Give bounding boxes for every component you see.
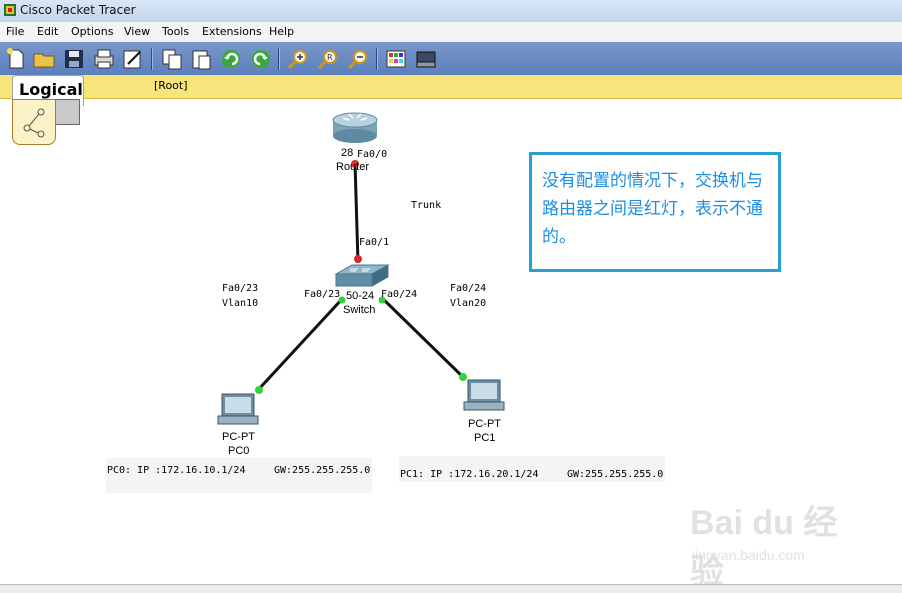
menu-tools[interactable]: Tools <box>162 25 190 38</box>
trunk-label: Trunk <box>411 200 442 211</box>
baidu-watermark: Bai du 经验 jingyan.baidu.com <box>690 495 860 591</box>
router-icon[interactable] <box>332 112 378 143</box>
toolbar-separator <box>278 48 280 70</box>
custom-device-icon[interactable] <box>414 47 438 71</box>
left-vlan-annotation: Vlan10 <box>222 298 259 309</box>
menu-bar: File Edit Options View Tools Extensions … <box>0 22 902 43</box>
palette-icon[interactable] <box>384 47 408 71</box>
topology-icon <box>23 108 45 138</box>
right-vlan-annotation: Vlan20 <box>450 298 487 309</box>
pc0-ip-text: PC0: IP :172.16.10.1/24 <box>107 465 246 476</box>
zoom-in-icon[interactable] <box>286 47 310 71</box>
router-model-label: 28 <box>341 147 354 159</box>
switch-pc1-link[interactable] <box>380 296 465 379</box>
copy-icon[interactable] <box>160 47 184 71</box>
pc1-link-light-green <box>459 373 467 381</box>
menu-view[interactable]: View <box>124 25 151 38</box>
logical-view-icon[interactable] <box>12 99 56 145</box>
annotation-callout: 没有配置的情况下，交换机与路由器之间是红灯，表示不通的。 <box>529 152 781 272</box>
toolbar-separator <box>151 48 153 70</box>
menu-file[interactable]: File <box>6 25 25 38</box>
paste-icon[interactable] <box>189 47 213 71</box>
switch-fa024-light-green <box>378 296 386 304</box>
pc1-gw-text: GW:255.255.255.0 <box>567 469 664 480</box>
router-port-label: Fa0/0 <box>357 149 388 160</box>
zoom-reset-icon[interactable]: R <box>316 47 340 71</box>
pc0-gw-text: GW:255.255.255.0 <box>274 465 371 476</box>
right-port-annotation: Fa0/24 <box>450 283 487 294</box>
pc0-link-light-green <box>255 386 263 394</box>
undo-icon[interactable] <box>219 47 243 71</box>
watermark-url: jingyan.baidu.com <box>692 547 805 563</box>
switch-port-right-label: Fa0/24 <box>381 289 418 300</box>
callout-text: 没有配置的情况下，交换机与路由器之间是红灯，表示不通的。 <box>542 171 763 247</box>
horizontal-scrollbar[interactable] <box>0 584 902 593</box>
root-label[interactable]: [Root] <box>154 79 188 92</box>
pc1-name-label: PC1 <box>474 432 496 444</box>
window-title: Cisco Packet Tracer <box>20 3 136 17</box>
pc0-ip-note[interactable]: PC0: IP :172.16.10.1/24 GW:255.255.255.0 <box>106 458 372 493</box>
title-bar: Cisco Packet Tracer <box>0 0 902 23</box>
switch-pc0-link[interactable] <box>256 296 345 392</box>
pc0-name-label: PC0 <box>228 445 250 457</box>
switch-uplink-light-red <box>354 255 362 263</box>
toolbar-separator <box>376 48 378 70</box>
switch-fa023-light-green <box>338 296 346 304</box>
switch-port-left-label: Fa0/23 <box>304 289 341 300</box>
pc0-type-label: PC-PT <box>222 431 255 443</box>
router-switch-link[interactable] <box>353 161 360 264</box>
open-folder-icon[interactable] <box>32 47 56 71</box>
left-port-annotation: Fa0/23 <box>222 283 259 294</box>
watermark-logo: Bai du 经验 <box>690 504 838 591</box>
pc1-type-label: PC-PT <box>468 418 501 430</box>
menu-edit[interactable]: Edit <box>37 25 59 38</box>
switch-model-label: 50-24 <box>346 290 375 302</box>
switch-icon[interactable] <box>334 264 390 287</box>
pc0-icon[interactable] <box>217 393 259 425</box>
pc1-ip-note[interactable]: PC1: IP :172.16.20.1/24 GW:255.255.255.0 <box>399 456 665 482</box>
menu-options[interactable]: Options <box>71 25 114 38</box>
topology-canvas[interactable] <box>0 98 902 584</box>
switch-name-label: Switch <box>343 304 376 316</box>
router-link-light-red <box>351 160 359 168</box>
switch-uplink-port-label: Fa0/1 <box>359 237 390 248</box>
activity-wizard-icon[interactable] <box>121 47 145 71</box>
workspace-bar <box>0 75 902 99</box>
new-file-icon[interactable] <box>4 47 28 71</box>
save-icon[interactable] <box>62 47 86 71</box>
menu-extensions[interactable]: Extensions <box>202 25 262 38</box>
print-icon[interactable] <box>92 47 116 71</box>
zoom-out-icon[interactable] <box>346 47 370 71</box>
router-name-label: Router <box>336 161 370 173</box>
packet-tracer-app-icon <box>4 4 16 16</box>
redo-icon[interactable] <box>249 47 273 71</box>
pc1-ip-text: PC1: IP :172.16.20.1/24 <box>400 469 539 480</box>
toolbar: R <box>0 42 902 76</box>
pc1-icon[interactable] <box>463 379 505 411</box>
menu-help[interactable]: Help <box>269 25 295 38</box>
svg-text:R: R <box>327 53 333 62</box>
